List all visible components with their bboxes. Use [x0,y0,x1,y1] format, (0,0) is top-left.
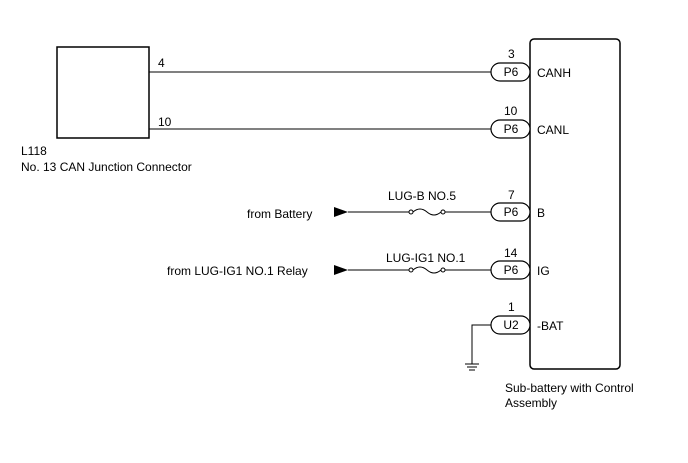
arrow-right-icon [334,265,348,275]
connector-pill [490,315,531,335]
terminal-signal: B [537,206,545,220]
junction-connector-box [56,46,150,139]
junction-name: No. 13 CAN Junction Connector [21,160,192,174]
terminal-pin: 10 [504,104,518,118]
fuse-icon [408,266,446,274]
terminal-ig: 14 P6 IG [490,246,550,280]
fuse-battery-label: LUG-B NO.5 [388,189,456,203]
terminal-b: 7 P6 B [490,188,545,222]
terminal-pin: 7 [508,188,515,202]
connector-pill [490,260,531,280]
source-ig1-relay: from LUG-IG1 NO.1 Relay [167,264,308,278]
wire-ground [471,324,491,364]
assembly-name-line1: Sub-battery with Control [505,381,634,395]
terminal-pin: 1 [508,300,515,314]
terminal-signal: CANH [537,66,571,80]
junction-code: L118 [21,144,47,158]
fuse-ig-label: LUG-IG1 NO.1 [386,251,466,265]
connector-label: P6 [504,65,519,79]
terminal-pin: 3 [508,47,515,61]
terminal-canh: 3 P6 CANH [490,47,571,82]
ground-icon [465,363,479,371]
terminal-pin: 14 [504,246,518,260]
terminal-signal: CANL [537,123,569,137]
arrow-right-icon [334,207,348,217]
connector-label: P6 [504,263,519,277]
junction-pin-canh: 4 [158,56,165,70]
connector-pill [490,62,531,82]
connector-pill [490,119,531,139]
connector-pill [490,202,531,222]
connector-label: P6 [504,205,519,219]
source-battery: from Battery [247,207,312,221]
assembly-name-line2: Assembly [505,396,557,410]
assembly-box [529,38,621,370]
terminal-neg-bat: 1 U2 -BAT [490,300,564,335]
connector-label: U2 [503,318,519,332]
connector-label: P6 [504,122,519,136]
junction-pin-canl: 10 [158,115,172,129]
terminal-signal: IG [537,264,550,278]
terminal-canl: 10 P6 CANL [490,104,569,139]
fuse-icon [408,208,446,216]
terminal-signal: -BAT [537,319,564,333]
